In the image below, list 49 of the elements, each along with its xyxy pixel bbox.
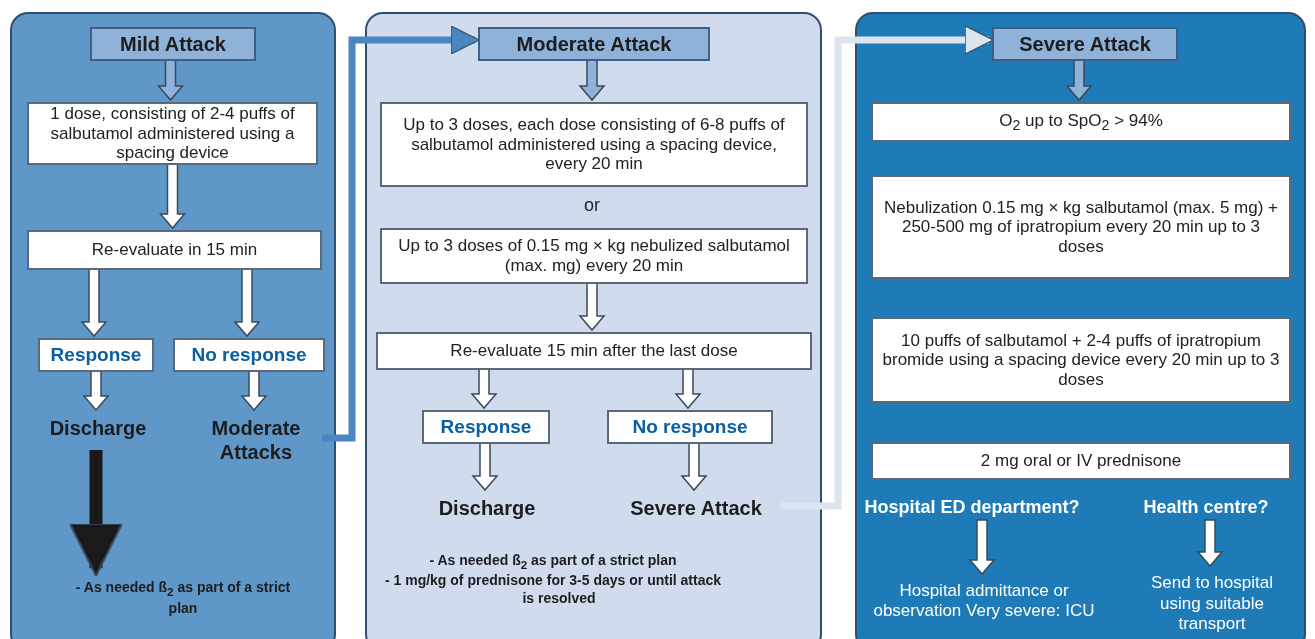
block-arrow	[240, 369, 268, 412]
block-arrow	[578, 58, 606, 102]
step-box: O$_{2}$ up to SpO$_{2}$ > 94%	[871, 102, 1291, 142]
block-arrow	[578, 281, 606, 332]
step-box: 2 mg oral or IV prednisone	[871, 442, 1291, 480]
result-text: Send to hospital using suitable transport	[1132, 568, 1292, 639]
block-arrow	[470, 367, 498, 410]
stage-header: Severe Attack	[992, 27, 1178, 61]
block-arrow	[1196, 519, 1224, 568]
step-box: Nebulization 0.15 mg × kg salbutamol (max. 5 mg) + 250-500 mg of ipratropium every 20 min up to 3 doses	[871, 175, 1291, 279]
block-arrow	[158, 162, 187, 230]
stage-panel	[365, 12, 822, 639]
note-text: - As needed ß$_{2}$ as part of a strict plan	[72, 574, 294, 622]
block-arrow	[471, 441, 499, 492]
step-box: 1 dose, consisting of 2-4 puffs of salbutamol administered using a spacing device	[27, 102, 318, 165]
step-box: Up to 3 doses, each dose consisting of 6-8 puffs of salbutamol administered using a spacing device, every 20 min	[380, 102, 808, 187]
connector-word: or	[583, 195, 601, 216]
block-arrow	[80, 267, 108, 338]
block-arrow	[674, 367, 702, 410]
outcome-text: Severe Attack	[610, 492, 782, 524]
block-arrow	[680, 441, 708, 492]
outcome-box: Response	[422, 410, 550, 444]
stage-header: Moderate Attack	[478, 27, 710, 61]
note-text: - 1 mg/kg of prednisone for 3-5 days or until attack is resolved	[383, 572, 723, 607]
outcome-text: Discharge	[422, 492, 552, 524]
step-box: Re-evaluate in 15 min	[27, 230, 322, 270]
stage-panel	[855, 12, 1306, 639]
outcome-box: Response	[38, 338, 154, 372]
block-arrow	[1065, 58, 1093, 102]
block-arrow	[233, 267, 261, 338]
result-text: Hospital admittance or observation Very severe: ICU	[868, 576, 1100, 626]
pipe-arrow	[780, 25, 994, 510]
step-box: Re-evaluate 15 min after the last dose	[376, 332, 812, 370]
pipe-arrow	[322, 25, 480, 442]
question-text: Hospital ED department?	[858, 492, 1086, 522]
note-text: - As needed ß$_{2}$ as part of a strict plan	[428, 552, 678, 573]
outcome-text: Moderate Attacks	[188, 412, 324, 468]
step-box: 10 puffs of salbutamol + 2-4 puffs of ipratropium bromide using a spacing device every 20 min up to 3 doses	[871, 317, 1291, 403]
step-box: Up to 3 doses of 0.15 mg × kg nebulized salbutamol (max. mg) every 20 min	[380, 228, 808, 284]
stage-header: Mild Attack	[90, 27, 256, 61]
block-arrow	[156, 58, 185, 102]
arrow	[69, 450, 123, 577]
outcome-box: No response	[607, 410, 773, 444]
outcome-box: No response	[173, 338, 325, 372]
stage-panel	[10, 12, 336, 639]
block-arrow	[82, 369, 110, 412]
question-text: Health centre?	[1126, 492, 1286, 522]
outcome-text: Discharge	[38, 412, 158, 444]
block-arrow	[968, 519, 996, 576]
